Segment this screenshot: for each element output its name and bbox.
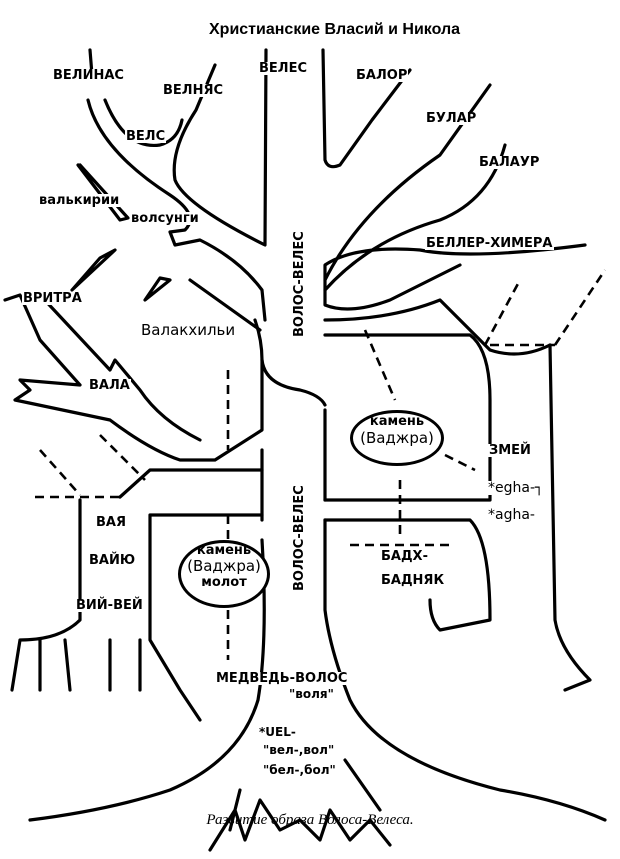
label-vayu: ВАЙЮ — [88, 553, 137, 568]
label-agha: *agha- — [487, 507, 536, 523]
label-veles: ВЕЛЕС — [258, 61, 309, 76]
label-volya: "воля" — [288, 687, 335, 701]
label-zmei: ЗМЕЙ — [488, 443, 532, 458]
label-valakhilya: Валакхильи — [140, 321, 237, 339]
label-viy-vey: ВИЙ-ВЕЙ — [75, 598, 144, 613]
label-volos-veles-lower: ВОЛОС-ВЕЛЕС — [292, 484, 307, 592]
label-bular: БУЛАР — [425, 111, 478, 126]
label-medved-volos: МЕДВЕДЬ-ВОЛОС — [215, 671, 349, 686]
branch-beller-chimera — [323, 298, 552, 502]
stone-lower-line2: (Ваджра) — [187, 557, 261, 575]
label-valkyries: валькирии — [38, 193, 121, 208]
label-vel-vol: "вел-,вол" — [262, 743, 336, 757]
stone-vajra-hammer: камень (Ваджра) молот — [178, 540, 270, 608]
figure-caption: Развитие образа Волоса-Велеса. — [206, 812, 414, 828]
label-badnyak: БАДНЯК — [380, 573, 446, 588]
stone-lower-line1: камень — [196, 543, 252, 558]
label-egha: *egha-┐ — [487, 480, 545, 496]
branch-right-lower — [323, 343, 592, 692]
trunk-right — [321, 48, 607, 822]
diagram-title: Христианские Власий и Никола — [208, 21, 462, 38]
dashed-right — [363, 269, 607, 401]
stone-lower-line3: молот — [201, 575, 247, 590]
branch-left-lower — [10, 468, 264, 722]
branch-valkyrie — [70, 163, 262, 332]
roots — [208, 758, 392, 852]
label-beller-chimera: БЕЛЛЕР-ХИМЕРА — [425, 236, 554, 251]
label-vaya: ВАЯ — [95, 515, 127, 530]
branch-vritra — [3, 293, 264, 462]
label-volsungi: волсунги — [130, 211, 200, 226]
label-velinas: ВЕЛИНАС — [52, 68, 125, 83]
label-velnyas: ВЕЛНЯС — [162, 83, 225, 98]
label-balor: БАЛОР — [355, 68, 409, 83]
label-vala: ВАЛА — [88, 378, 131, 393]
label-balaur: БАЛАУР — [478, 155, 541, 170]
branch-bular-balaur — [323, 83, 587, 311]
stone-upper-line1: камень — [369, 414, 425, 429]
trunk-left — [28, 358, 327, 822]
stone-upper-line2: (Ваджра) — [360, 429, 434, 447]
dashed-left — [35, 370, 230, 540]
label-uel: *UEL- — [258, 725, 297, 739]
label-volos-veles-upper: ВОЛОС-ВЕЛЕС — [292, 230, 307, 338]
dashed-arrow-lower — [226, 453, 476, 660]
label-bel-bol: "бел-,бол" — [262, 763, 337, 777]
stone-vajra-upper: камень (Ваджра) — [350, 410, 444, 466]
label-vels: ВЕЛС — [125, 129, 167, 144]
label-badh: БАДХ- — [380, 549, 429, 564]
branch-velnyas — [103, 48, 268, 247]
label-vritra: ВРИТРА — [22, 291, 83, 306]
